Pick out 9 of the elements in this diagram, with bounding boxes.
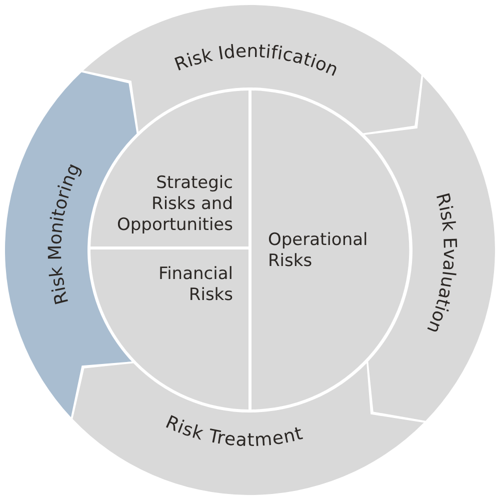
quarter-circle-segment xyxy=(90,90,249,247)
ring-segment xyxy=(83,5,422,134)
segment-label: Financial Risks xyxy=(158,264,233,306)
segment-label: Risk Treatment xyxy=(162,411,305,451)
segment-label: Strategic Risks and Opportunities xyxy=(116,173,233,236)
ring-segment xyxy=(72,363,424,495)
half-circle-segment xyxy=(251,90,410,410)
quarter-circle-segment xyxy=(90,249,249,410)
segment-label: Operational Risks xyxy=(268,230,369,272)
